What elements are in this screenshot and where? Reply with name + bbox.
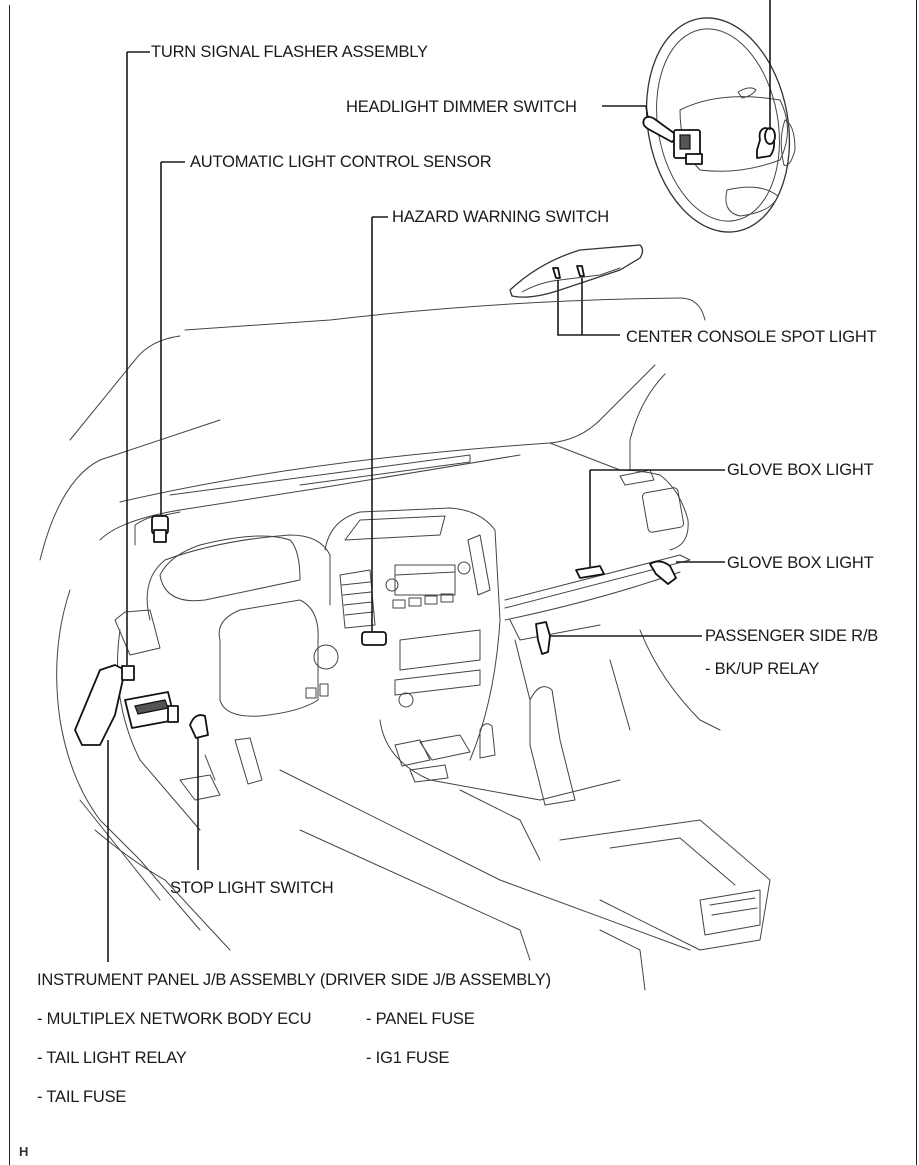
leader-line-spot-light bbox=[557, 278, 620, 336]
label-glove-box-light-2: GLOVE BOX LIGHT bbox=[727, 554, 874, 572]
label-tail-light-relay: - TAIL LIGHT RELAY bbox=[37, 1049, 187, 1067]
label-multiplex-ecu: - MULTIPLEX NETWORK BODY ECU bbox=[37, 1010, 312, 1028]
headlight-switch-right-part bbox=[756, 127, 776, 159]
label-headlight-dimmer-switch: HEADLIGHT DIMMER SWITCH bbox=[346, 98, 577, 116]
windshield-outline bbox=[69, 297, 706, 441]
auto-light-sensor-part bbox=[151, 515, 169, 543]
glove-box-light-2-part bbox=[649, 560, 677, 585]
frame-border-right bbox=[916, 0, 917, 1165]
label-passenger-side-rb: PASSENGER SIDE R/B bbox=[705, 627, 879, 645]
label-stop-light-switch: STOP LIGHT SWITCH bbox=[170, 879, 334, 897]
leader-line-dimmer bbox=[602, 105, 649, 119]
headlight-dimmer-switch-part bbox=[642, 115, 703, 165]
glove-box-light-1-part bbox=[575, 565, 605, 579]
label-instrument-panel-jb: INSTRUMENT PANEL J/B ASSEMBLY (DRIVER SI… bbox=[37, 971, 551, 989]
instrument-panel-jb-part bbox=[74, 664, 179, 746]
label-hazard-warning-switch: HAZARD WARNING SWITCH bbox=[392, 208, 610, 226]
label-panel-fuse: - PANEL FUSE bbox=[366, 1010, 475, 1028]
label-ig1-fuse: - IG1 FUSE bbox=[366, 1049, 450, 1067]
label-center-console-spot-light: CENTER CONSOLE SPOT LIGHT bbox=[626, 328, 877, 346]
leader-line-turn-signal bbox=[126, 51, 150, 665]
label-turn-signal-flasher: TURN SIGNAL FLASHER ASSEMBLY bbox=[151, 43, 428, 61]
leader-line-glove-box-1 bbox=[589, 469, 725, 568]
leader-line-auto-sensor bbox=[160, 161, 185, 516]
center-console-spot-light-part bbox=[509, 244, 644, 298]
label-tail-fuse: - TAIL FUSE bbox=[37, 1088, 127, 1106]
stop-light-switch-part bbox=[189, 714, 209, 739]
label-auto-light-sensor: AUTOMATIC LIGHT CONTROL SENSOR bbox=[190, 153, 492, 171]
label-bkup-relay: - BK/UP RELAY bbox=[705, 660, 820, 678]
frame-border-left bbox=[9, 5, 10, 1165]
corner-mark: H bbox=[19, 1144, 29, 1159]
leader-line-hazard bbox=[371, 216, 388, 632]
passenger-rb-part bbox=[535, 621, 551, 655]
label-glove-box-light-1: GLOVE BOX LIGHT bbox=[727, 461, 874, 479]
hazard-warning-switch-part bbox=[361, 631, 387, 646]
